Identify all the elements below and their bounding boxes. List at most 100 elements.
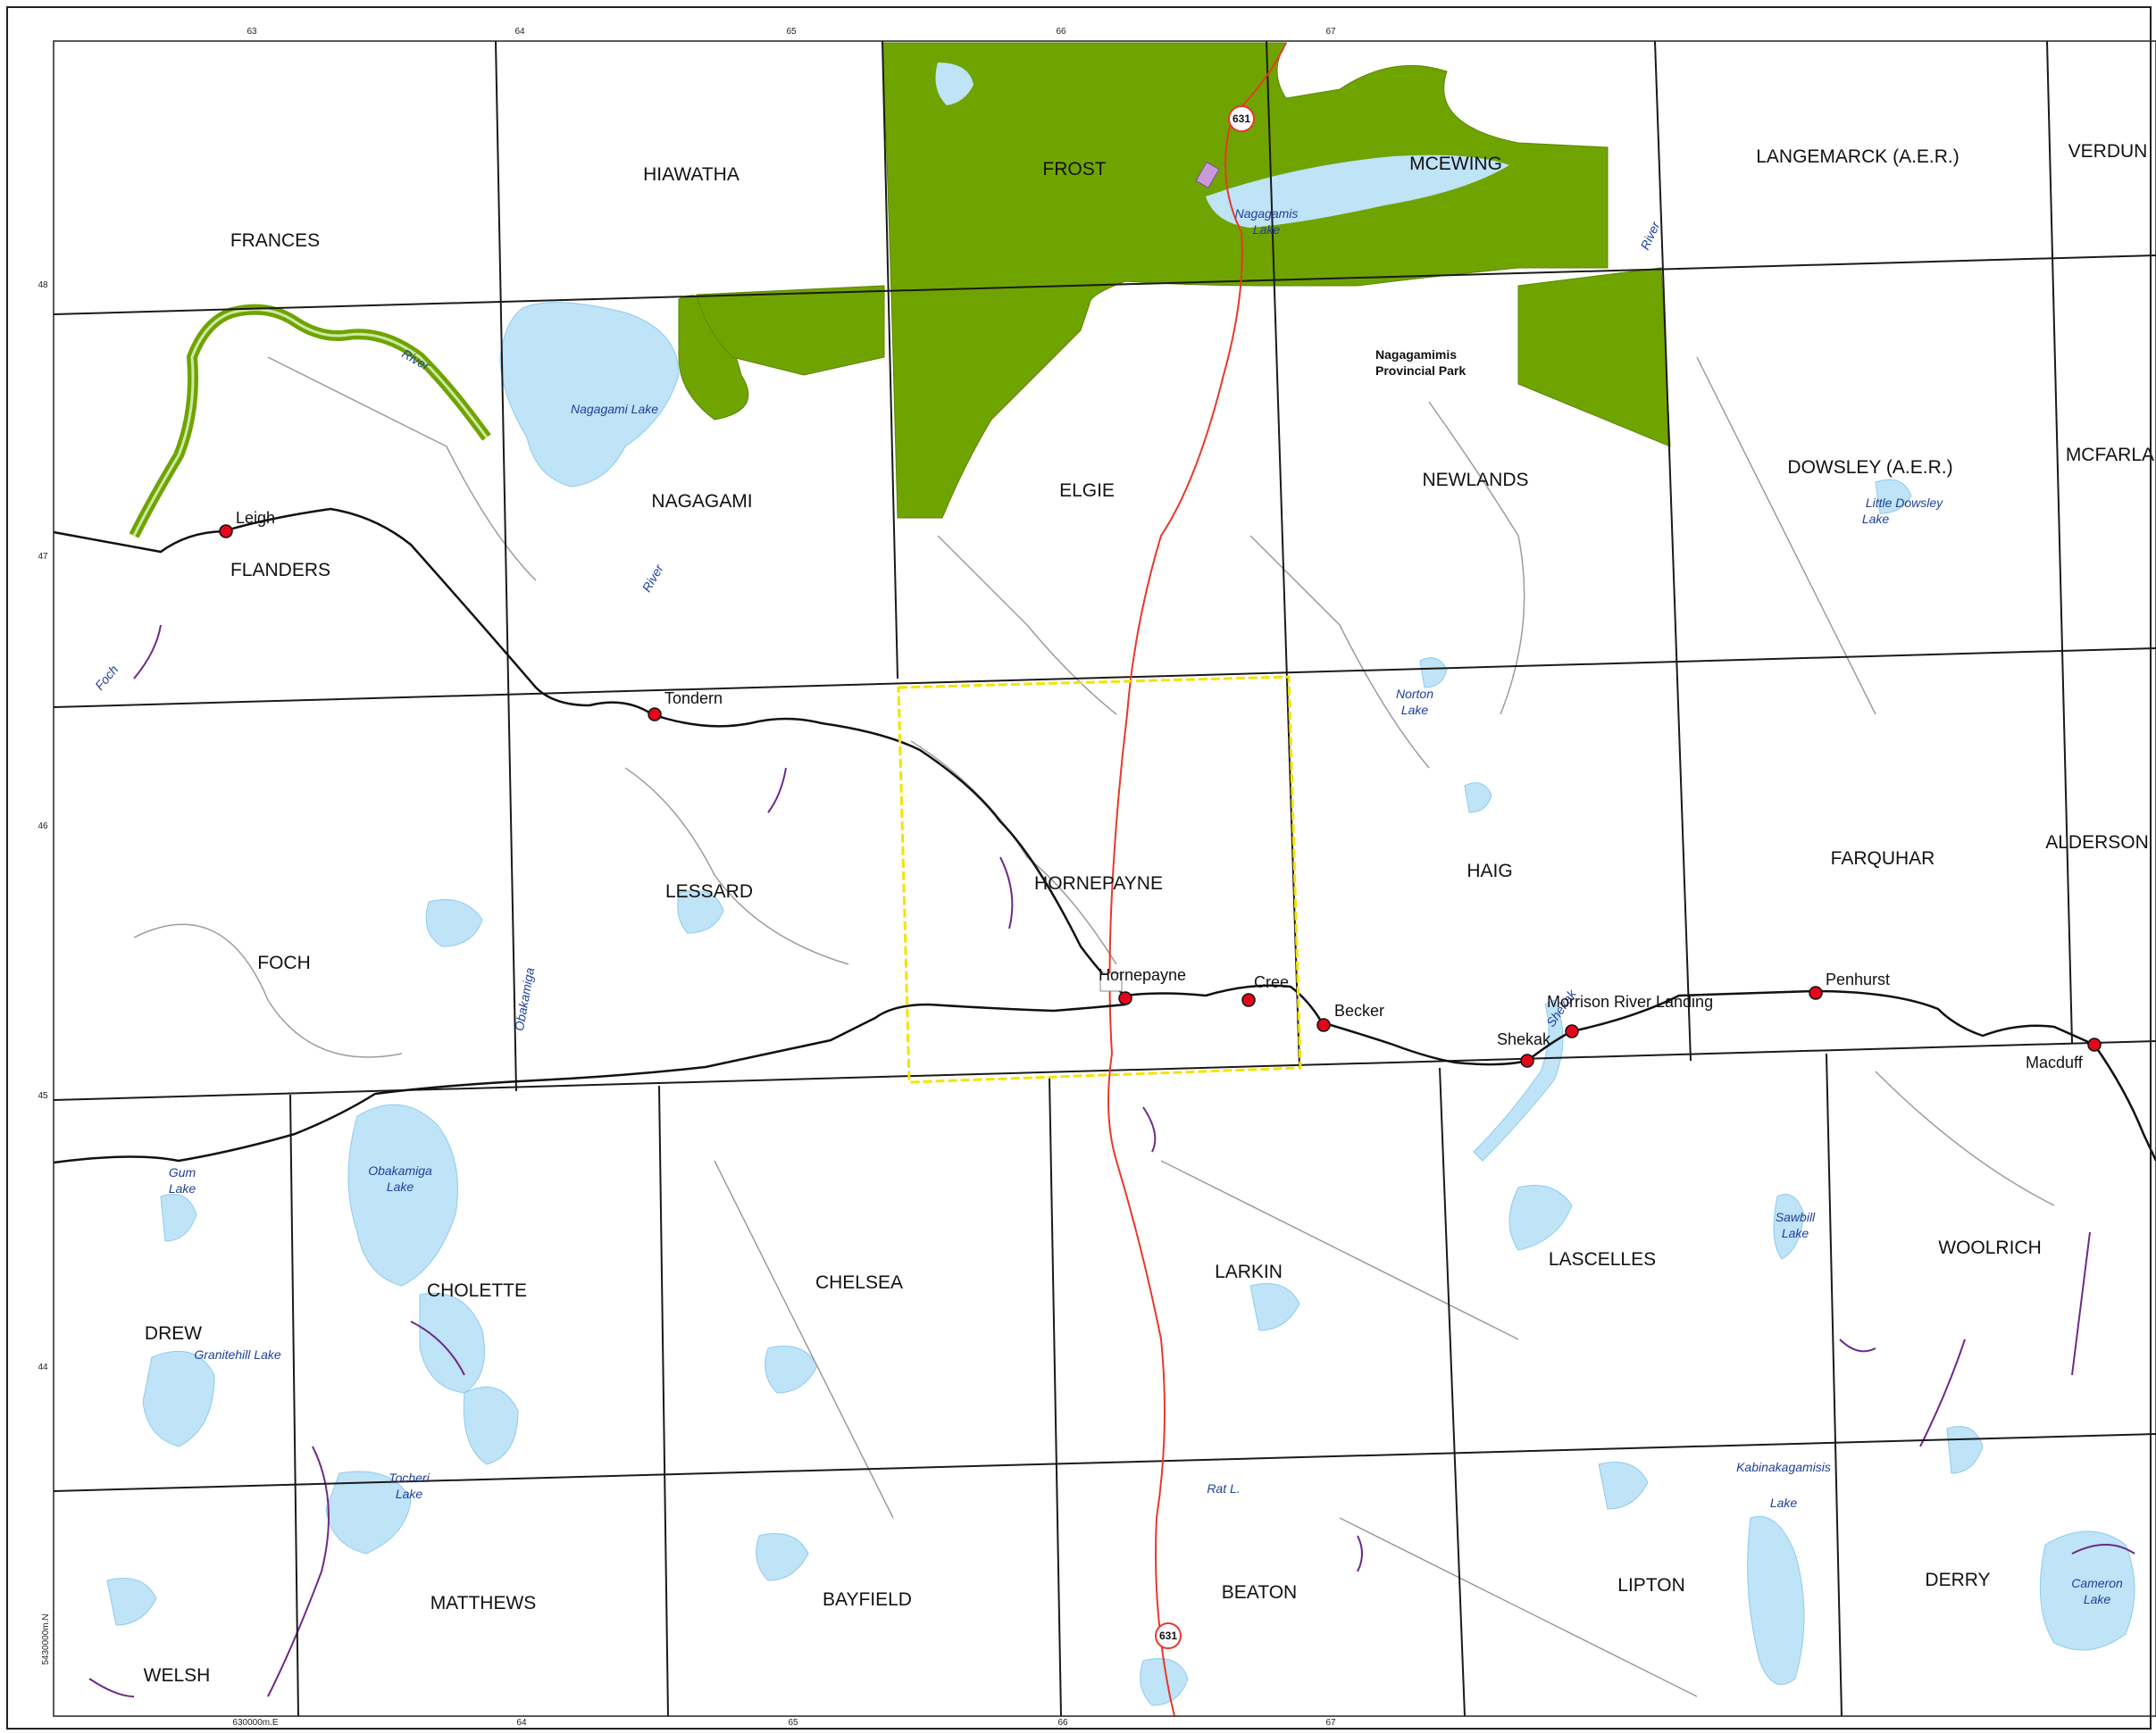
streams [88, 624, 2135, 1697]
township-label: LARKIN [1215, 1262, 1283, 1282]
water-label: Granitehill Lake [194, 1347, 280, 1362]
grid-label-top: 63 [247, 27, 257, 37]
water-label: Sawbill [1776, 1210, 1816, 1224]
obakamiga-lake-south [419, 1292, 485, 1394]
township-label: FROST [1042, 159, 1106, 179]
park-label-line1: Nagagamimis [1375, 347, 1457, 362]
drew-lake [160, 1194, 197, 1242]
station-penhurst[interactable] [1809, 986, 1823, 1000]
water-label: Tocheri [389, 1471, 430, 1485]
lessard-lake [677, 890, 724, 934]
grid-label-left: 47 [38, 552, 48, 562]
grid-label-left: 45 [38, 1091, 48, 1101]
station-label: Penhurst [1826, 971, 1890, 988]
station-shekak[interactable] [1520, 1054, 1534, 1068]
highway-shield-north: 631 [1228, 105, 1255, 132]
township-label: LASCELLES [1549, 1249, 1656, 1270]
grid-label-top: 65 [786, 27, 797, 37]
station-macduff[interactable] [2087, 1038, 2102, 1052]
water-label: Lake [1401, 703, 1429, 717]
water-label: Rat L. [1207, 1481, 1240, 1496]
lake-west-matthews [463, 1386, 519, 1465]
township-label: CHOLETTE [427, 1280, 527, 1301]
highway-631 [1107, 42, 1287, 1717]
township-label: LIPTON [1617, 1575, 1684, 1596]
station-label: Cree [1254, 973, 1289, 991]
station-label: Macduff [2026, 1054, 2084, 1071]
station-hornepayne[interactable] [1118, 991, 1132, 1005]
town-block [1099, 972, 1123, 992]
station-cree[interactable] [1241, 993, 1256, 1007]
grid-label-top: 66 [1056, 27, 1066, 37]
secondary-roads [133, 356, 2055, 1697]
foch-lake [425, 899, 483, 947]
township-label: FARQUHAR [1831, 848, 1935, 869]
township-label: MATTHEWS [430, 1593, 537, 1613]
water-label: Nagagamis [1235, 206, 1299, 221]
station-label: Morrison River Landing [1547, 993, 1713, 1011]
grid-label-bottom: 64 [516, 1718, 527, 1728]
grid-label-bottom: 630000m.E [232, 1718, 278, 1728]
water-label: Little Dowsley [1866, 496, 1943, 510]
township-label: LANGEMARCK (A.E.R.) [1756, 146, 1960, 167]
grid-label-left: 44 [38, 1363, 48, 1372]
station-tondern[interactable] [648, 707, 662, 721]
granitehill-lake [142, 1350, 215, 1447]
water-label: Lake [169, 1181, 196, 1196]
township-label: ELGIE [1059, 480, 1115, 501]
township-labels: FRANCES HIAWATHA FROST MCEWING LANGEMARC… [144, 141, 2156, 1686]
lipton-lake [1598, 1462, 1649, 1510]
station-label: Shekak [1497, 1030, 1551, 1048]
water-label: Lake [1782, 1226, 1809, 1240]
township-label: HIAWATHA [643, 164, 740, 185]
water-label: Lake [396, 1487, 423, 1501]
little-dowsley-lake [1875, 479, 1912, 514]
study-area-boundary [897, 675, 1302, 1084]
norton-lake [1419, 657, 1448, 688]
park-lakes [935, 63, 1509, 228]
township-label: FLANDERS [230, 560, 330, 580]
water-label: Lake [1862, 512, 1890, 526]
township-label: CHELSEA [815, 1272, 903, 1293]
map-inner-frame [53, 40, 2156, 1717]
chelsea-lake [765, 1346, 818, 1394]
township-label: DREW [145, 1323, 202, 1344]
map-background [54, 41, 2156, 1716]
grid-label-left: 5430000m.N [41, 1613, 51, 1664]
station-leigh[interactable] [219, 524, 233, 538]
township-label: FOCH [257, 953, 311, 973]
station-becker[interactable] [1316, 1018, 1331, 1032]
cameron-lake [2039, 1530, 2135, 1651]
obakamiga-lake [347, 1104, 458, 1287]
grid-label-bottom: 67 [1325, 1718, 1336, 1728]
station-label: Hornepayne [1099, 966, 1186, 984]
township-label: FRANCES [230, 230, 320, 251]
township-label: WOOLRICH [1938, 1238, 2042, 1258]
park-label-line2: Provincial Park [1375, 363, 1466, 378]
township-label: ALDERSON [2045, 832, 2149, 853]
sawbill-lake [1773, 1194, 1805, 1260]
water-label: Nagagami Lake [571, 402, 658, 416]
water-label: Lake [1253, 222, 1281, 237]
bayfield-lake [756, 1533, 809, 1581]
water-label: Lake [1770, 1496, 1798, 1510]
township-label: VERDUN [2068, 141, 2148, 162]
station-label: Leigh [236, 509, 275, 527]
grid-label-left: 46 [38, 821, 48, 831]
water-label: Norton [1396, 687, 1433, 701]
township-label: WELSH [144, 1665, 211, 1686]
township-label: HORNEPAYNE [1034, 873, 1163, 894]
water-label: Lake [387, 1180, 414, 1194]
park-west-band [696, 285, 885, 376]
water-label: Obakamiga [368, 1163, 432, 1178]
township-label: NAGAGAMI [651, 491, 752, 512]
grid-label-top: 64 [514, 27, 525, 37]
township-label: NEWLANDS [1422, 470, 1528, 490]
station-morrison-river-landing[interactable] [1565, 1024, 1579, 1038]
grid-label-bottom: 66 [1057, 1718, 1068, 1728]
grid-label-top: 67 [1325, 27, 1336, 37]
township-label: BAYFIELD [823, 1589, 912, 1610]
township-label: LESSARD [665, 881, 753, 902]
township-label: HAIG [1467, 861, 1512, 881]
station-labels: Leigh Tondern Hornepayne Cree Becker She… [236, 509, 2084, 1071]
